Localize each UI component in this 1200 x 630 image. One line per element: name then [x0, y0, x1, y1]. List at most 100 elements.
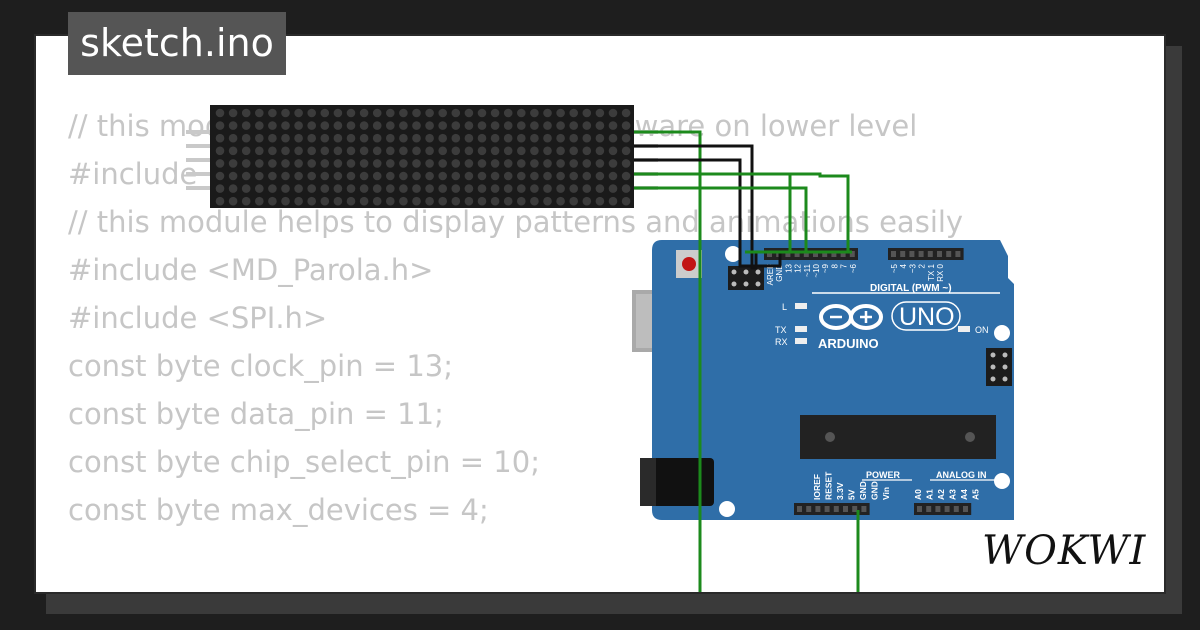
matrix-led	[595, 121, 605, 130]
matrix-led	[320, 108, 330, 118]
pin-socket[interactable]	[927, 251, 933, 257]
matrix-led	[386, 133, 395, 143]
matrix-led	[477, 108, 487, 118]
matrix-led	[517, 196, 526, 206]
pin-socket[interactable]	[909, 251, 915, 257]
pin-socket[interactable]	[822, 251, 828, 257]
matrix-led	[425, 121, 434, 130]
matrix-led	[346, 184, 356, 193]
pin-socket[interactable]	[861, 506, 867, 512]
matrix-led	[386, 159, 395, 168]
matrix-led	[320, 184, 330, 193]
matrix-led	[412, 133, 421, 143]
reset-button[interactable]	[682, 257, 696, 271]
pin-socket[interactable]	[767, 251, 772, 257]
code-line: const byte chip_select_pin = 10;	[68, 445, 540, 479]
pin-socket[interactable]	[937, 251, 942, 257]
top-pin-label: RX 0	[936, 263, 945, 281]
matrix-led	[281, 196, 290, 206]
matrix-led	[608, 171, 618, 181]
pin-socket[interactable]	[843, 506, 848, 512]
bottom-pin-label: A3	[948, 489, 958, 500]
matrix-led	[346, 171, 356, 181]
pin-socket[interactable]	[840, 251, 846, 257]
matrix-led	[530, 108, 539, 118]
matrix-led	[386, 196, 395, 206]
pin-socket[interactable]	[926, 506, 932, 512]
pin-socket[interactable]	[935, 506, 941, 512]
matrix-led	[608, 184, 618, 193]
matrix-led	[530, 133, 539, 143]
pin-socket[interactable]	[891, 251, 896, 257]
pin-socket[interactable]	[803, 251, 809, 257]
matrix-led	[333, 159, 343, 168]
matrix-led	[372, 133, 382, 143]
pin-socket[interactable]	[831, 251, 837, 257]
code-line: const byte data_pin = 11;	[68, 397, 444, 431]
code-line: const byte max_devices = 4;	[68, 493, 489, 527]
pin-header	[794, 503, 870, 515]
matrix-led	[490, 171, 500, 181]
matrix-led	[281, 133, 290, 143]
matrix-led	[608, 159, 618, 168]
matrix-led	[268, 171, 277, 181]
pin-socket[interactable]	[806, 506, 812, 512]
code-line: #include <MD_Parola.h>	[68, 253, 434, 287]
pin-socket[interactable]	[849, 251, 855, 257]
pin-socket[interactable]	[946, 251, 952, 257]
top-pin-label: 7	[840, 263, 849, 268]
top-pin-label: ~5	[890, 263, 899, 273]
pin-socket[interactable]	[824, 506, 830, 512]
pin-socket[interactable]	[963, 506, 968, 512]
pin-socket[interactable]	[815, 506, 821, 512]
wires	[634, 130, 860, 592]
matrix-led	[254, 146, 264, 156]
matrix-led	[556, 146, 565, 156]
pin-socket[interactable]	[944, 506, 950, 512]
matrix-led	[386, 146, 395, 156]
matrix-led	[294, 196, 303, 206]
matrix-led	[386, 171, 395, 181]
matrix-led	[412, 121, 421, 130]
pin-socket[interactable]	[953, 506, 959, 512]
matrix-led	[228, 133, 238, 143]
matrix-led	[215, 159, 225, 168]
bottom-pin-label: IOREF	[812, 474, 822, 500]
icsp-header	[728, 266, 764, 290]
pin-socket[interactable]	[917, 506, 922, 512]
pin-header	[888, 248, 964, 260]
matrix-led	[307, 171, 317, 181]
pin-socket[interactable]	[785, 251, 791, 257]
wire-gnd	[634, 144, 758, 270]
matrix-led	[425, 159, 434, 168]
pin-socket[interactable]	[797, 506, 802, 512]
pin-socket[interactable]	[833, 506, 839, 512]
matrix-led	[412, 196, 421, 206]
pin-socket[interactable]	[900, 251, 906, 257]
matrix-led	[333, 121, 343, 130]
matrix-led	[438, 108, 448, 118]
mount-hole-br	[994, 473, 1010, 489]
matrix-led	[372, 184, 382, 193]
matrix-led	[215, 121, 225, 130]
pin-socket[interactable]	[955, 251, 961, 257]
matrix-led	[412, 108, 421, 118]
matrix-led	[320, 121, 330, 130]
digital-header-label: DIGITAL (PWM ~)	[870, 283, 952, 294]
led-rx-label: RX	[775, 337, 788, 347]
matrix-led	[294, 171, 303, 181]
matrix-led	[215, 171, 225, 181]
bottom-pin-label: Vin	[881, 487, 891, 500]
matrix-led	[490, 146, 500, 156]
pin-socket[interactable]	[794, 251, 800, 257]
pin-socket[interactable]	[918, 251, 924, 257]
matrix-led	[464, 146, 474, 156]
pin-socket[interactable]	[852, 506, 858, 512]
led-matrix-module[interactable]	[186, 105, 658, 208]
bottom-pin-label: GND	[858, 481, 868, 500]
matrix-led	[359, 184, 369, 193]
power-jack-edge	[640, 458, 656, 506]
pin-socket[interactable]	[813, 251, 818, 257]
